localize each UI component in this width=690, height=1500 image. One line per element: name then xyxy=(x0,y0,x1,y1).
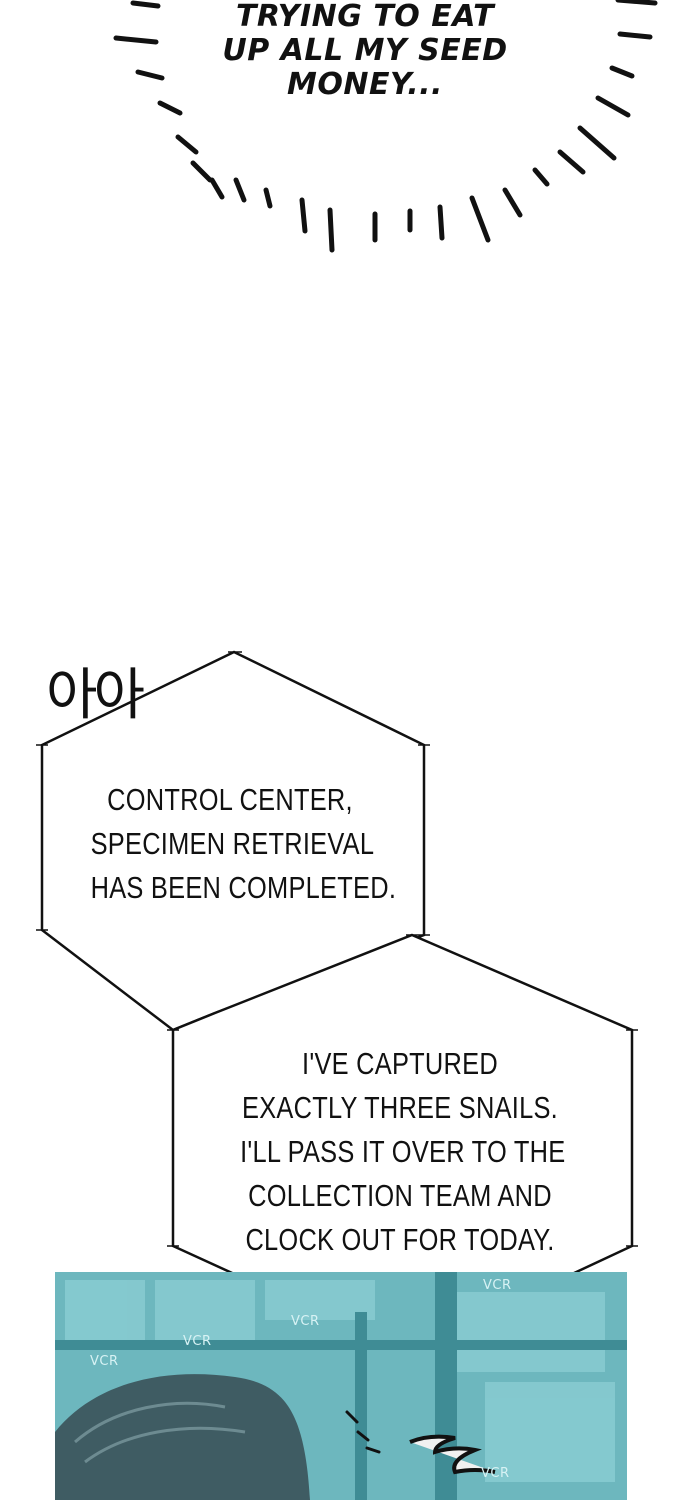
burst-line-3: MONEY... xyxy=(287,67,443,102)
bubble-two-line-1: I'VE CAPTURED xyxy=(302,1046,498,1081)
bubble-one-line-3: HAS BEEN COMPLETED. xyxy=(90,870,397,905)
bubble-one-text: CONTROL CENTER, SPECIMEN RETRIEVAL HAS B… xyxy=(90,778,397,910)
watermark-4: VCR xyxy=(483,1278,512,1293)
illustration-panel: VCR VCR VCR VCR VCR xyxy=(55,1272,627,1500)
watermark-3: VCR xyxy=(291,1314,320,1329)
bubble-two-text: I'VE CAPTURED EXACTLY THREE SNAILS. I'LL… xyxy=(240,1042,566,1262)
bubble-two-line-3: I'LL PASS IT OVER TO THE xyxy=(240,1134,566,1169)
bubble-one-line-1: CONTROL CENTER, xyxy=(107,782,353,817)
bubble-one-line-2: SPECIMEN RETRIEVAL xyxy=(90,826,375,861)
bubble-two-line-4: COLLECTION TEAM AND xyxy=(248,1178,552,1213)
bubble-two-line-5: CLOCK OUT FOR TODAY. xyxy=(245,1222,555,1257)
burst-caption: TRYING TO EAT UP ALL MY SEED MONEY... xyxy=(200,0,530,102)
watermark-5: VCR xyxy=(481,1466,510,1481)
burst-line-1: TRYING TO EAT xyxy=(235,0,495,34)
watermark-1: VCR xyxy=(90,1354,119,1369)
watermark-2: VCR xyxy=(183,1334,212,1349)
bubble-two-line-2: EXACTLY THREE SNAILS. xyxy=(242,1090,558,1125)
korean-sound-effect: 아아 xyxy=(46,663,145,728)
burst-line-2: UP ALL MY SEED xyxy=(222,33,508,68)
panel-scene xyxy=(55,1272,627,1500)
